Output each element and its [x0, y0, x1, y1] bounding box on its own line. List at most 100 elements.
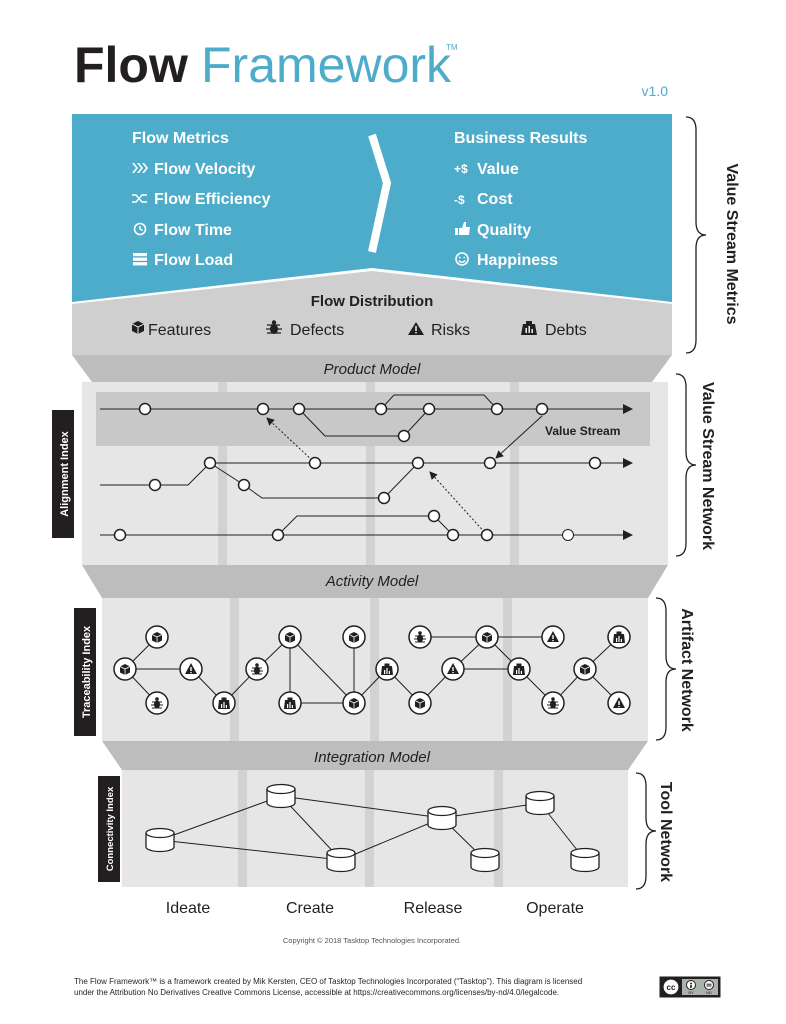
- product-model-band: [72, 355, 672, 382]
- debt-icon: [507, 657, 531, 681]
- bug-icon: [266, 320, 282, 334]
- database-icon: [570, 847, 600, 873]
- trademark-mark: TM: [446, 43, 458, 52]
- stage-divider: [494, 770, 503, 887]
- cube-icon: [131, 321, 145, 334]
- stream-node: [397, 429, 411, 443]
- nd-label: ND: [706, 990, 712, 995]
- quality-label: Quality: [477, 222, 531, 239]
- debt-icon: [521, 321, 537, 335]
- stream-node: [490, 402, 504, 416]
- cube-icon: [113, 657, 137, 681]
- stream-node: [427, 509, 441, 523]
- alignment-index-bar: [52, 410, 74, 538]
- tool-links: [159, 795, 586, 861]
- stream-node: [483, 456, 497, 470]
- value-stream-pointer: [495, 415, 543, 459]
- footer-line-2: under the Attribution No Derivatives Cre…: [74, 988, 559, 997]
- stage-divider: [218, 382, 227, 565]
- debt-icon: [212, 691, 236, 715]
- stream-node: [480, 528, 494, 542]
- flow-metrics-title: Flow Metrics: [132, 130, 229, 147]
- bug-icon: [541, 691, 565, 715]
- value-stream-label: Value Stream: [545, 424, 620, 438]
- debt-icon: [375, 657, 399, 681]
- flow-efficiency-label: Flow Efficiency: [154, 191, 271, 208]
- stage-divider: [230, 598, 239, 741]
- integration-model-label: Integration Model: [314, 749, 431, 766]
- stage-divider: [366, 382, 375, 565]
- stage-divider: [510, 382, 519, 565]
- value-stream-network-label: Value Stream Network: [699, 382, 716, 550]
- flow-velocity-label: Flow Velocity: [154, 161, 255, 178]
- value-stream-3: [100, 515, 633, 540]
- happiness-label: Happiness: [477, 252, 558, 269]
- cube-icon: [278, 625, 302, 649]
- debt-icon: [278, 691, 302, 715]
- stream-node: [113, 528, 127, 542]
- activity-model-band: [82, 565, 668, 598]
- stream-node: [446, 528, 460, 542]
- artifact-nodes: [113, 625, 631, 715]
- alignment-index-label: Alignment Index: [59, 430, 71, 516]
- warning-icon: [607, 691, 631, 715]
- stream-node: [256, 402, 270, 416]
- cube-icon: [408, 691, 432, 715]
- database-icon: [427, 805, 457, 831]
- chevrons-icon: [132, 163, 148, 173]
- connectivity-index-label: Connectivity Index: [105, 786, 116, 871]
- stage-divider: [238, 770, 247, 887]
- cc-icon: cc: [667, 983, 676, 992]
- traceability-index-label: Traceability Index: [81, 625, 93, 718]
- cube-icon: [342, 625, 366, 649]
- stream-node: [138, 402, 152, 416]
- side-braces: [635, 116, 707, 890]
- clock-icon: [133, 222, 147, 236]
- bug-icon: [245, 657, 269, 681]
- version-label: v1.0: [642, 83, 669, 99]
- stream-node: [535, 402, 549, 416]
- value-stream-metrics-label: Value Stream Metrics: [723, 164, 740, 325]
- value-icon: +$: [454, 162, 468, 176]
- product-model-label: Product Model: [324, 361, 421, 378]
- stack-icon: [133, 253, 147, 266]
- artifact-network-label: Artifact Network: [678, 608, 695, 732]
- smiley-icon: [455, 252, 469, 266]
- stream-node: [271, 528, 285, 542]
- debt-icon: [607, 625, 631, 649]
- stream-node: [308, 456, 322, 470]
- cube-icon: [342, 691, 366, 715]
- warning-icon: [179, 657, 203, 681]
- artifact-links: [124, 636, 620, 704]
- cc-license-badge[interactable]: cc BY ND: [659, 976, 721, 998]
- footer-line-1: The Flow Framework™ is a framework creat…: [74, 977, 582, 986]
- title-framework: Framework: [201, 37, 452, 93]
- cube-icon: [145, 625, 169, 649]
- stage-create: Create: [286, 900, 334, 917]
- shuffle-icon: [132, 194, 147, 203]
- stream-node: [292, 402, 306, 416]
- database-icon: [470, 847, 500, 873]
- by-label: BY: [688, 990, 694, 995]
- warning-icon: [408, 322, 424, 335]
- debts-label: Debts: [545, 322, 587, 339]
- metrics-panel: [72, 114, 672, 302]
- stream-node: [588, 456, 602, 470]
- tool-network-panel: [122, 770, 628, 887]
- database-icon: [326, 847, 356, 873]
- flow-load-label: Flow Load: [154, 252, 233, 269]
- stream-node: [374, 402, 388, 416]
- stage-divider: [370, 598, 379, 741]
- value-stream-highlight: [96, 392, 650, 446]
- flow-time-label: Flow Time: [154, 222, 232, 239]
- alignment-link: [266, 417, 316, 464]
- metrics-chevron: [368, 133, 392, 253]
- stage-ideate: Ideate: [166, 900, 211, 917]
- cube-icon: [475, 625, 499, 649]
- tool-nodes: [145, 783, 600, 873]
- stream-node: [148, 478, 162, 492]
- title-flow: Flow: [74, 37, 188, 93]
- warning-icon: [441, 657, 465, 681]
- features-label: Features: [148, 322, 211, 339]
